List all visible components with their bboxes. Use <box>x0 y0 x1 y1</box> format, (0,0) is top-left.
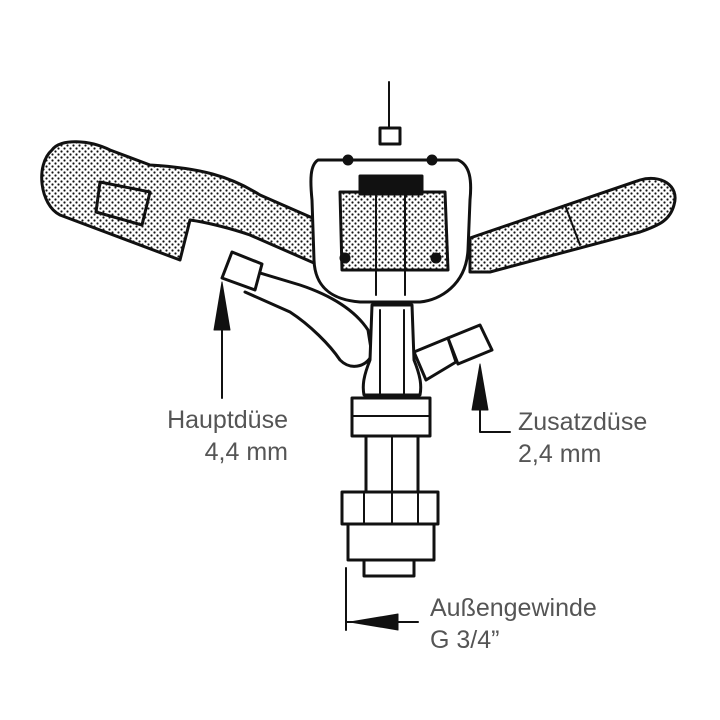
extra-nozzle-arrow <box>471 363 489 411</box>
main-nozzle-tip <box>220 250 264 292</box>
main-nozzle-name: Hauptdüse <box>167 406 288 434</box>
rivet-4 <box>430 252 442 264</box>
extra-nozzle-name: Zusatzdüse <box>518 408 648 436</box>
stem-body <box>361 303 423 397</box>
rivet-1 <box>342 154 354 166</box>
main-nozzle-arrow <box>213 281 231 331</box>
threaded-end <box>346 522 436 562</box>
thread-arrow <box>349 613 399 631</box>
rivet-3 <box>339 252 351 264</box>
extra-nozzle-tip <box>446 323 494 366</box>
main-nozzle-label: Hauptdüse 4,4 mm <box>150 404 288 468</box>
spring-cap <box>358 174 424 196</box>
main-nozzle-size: 4,4 mm <box>204 438 288 466</box>
extra-nozzle-label: Zusatzdüse 2,4 mm <box>518 406 647 470</box>
main-nozzle-tube <box>243 268 374 368</box>
thread-name: Außengewinde <box>430 594 597 622</box>
thread-size: G 3/4” <box>430 626 500 654</box>
hex-nut <box>340 490 440 526</box>
threaded-tip <box>362 558 416 578</box>
rivet-2 <box>426 154 438 166</box>
right-arm-segment <box>564 204 581 246</box>
top-pin <box>378 126 402 146</box>
extra-nozzle-size: 2,4 mm <box>518 440 602 468</box>
thread-label: Außengewinde G 3/4” <box>430 592 597 656</box>
left-arm-weight <box>94 180 152 227</box>
